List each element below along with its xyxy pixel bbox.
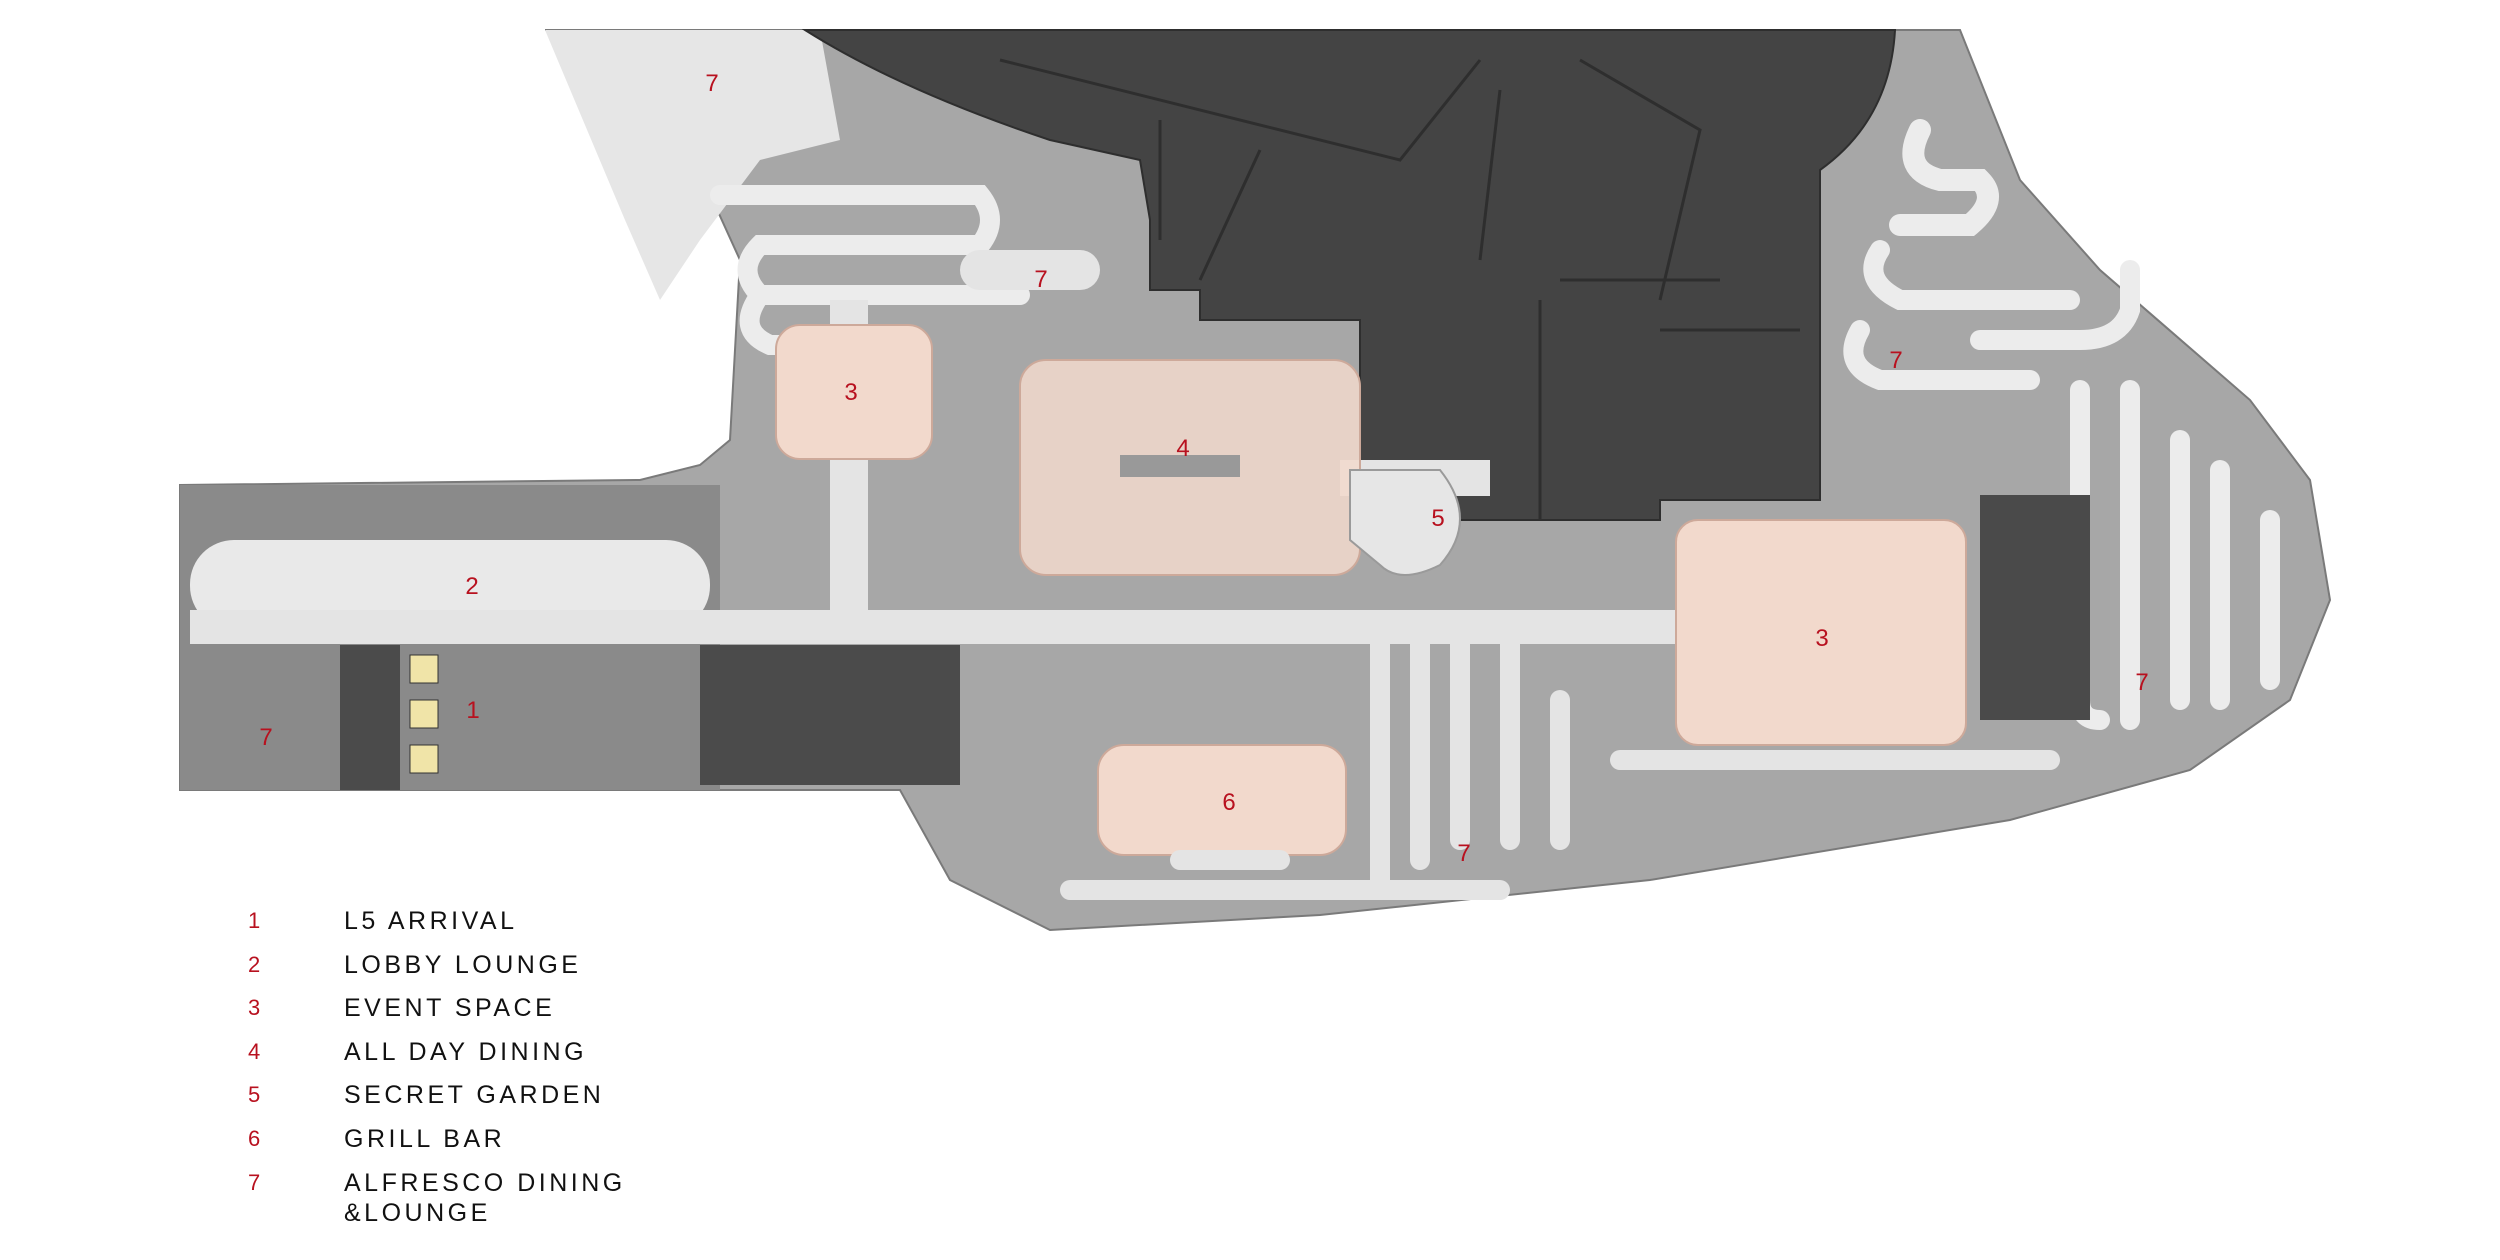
zone-7-c: 7 [1889, 347, 1902, 374]
west-corridor [190, 610, 1690, 644]
zone-7-f: 7 [259, 724, 272, 751]
legend-label: LOBBY LOUNGE [344, 950, 582, 979]
legend-number: 2 [248, 951, 261, 977]
east-core [1980, 495, 2090, 720]
legend-number: 3 [248, 995, 261, 1021]
terrace-north-lobe [545, 30, 840, 300]
legend-item-grill-bar: 6 GRILL BAR [248, 1124, 808, 1170]
tower-core [801, 29, 1897, 521]
legend-number: 6 [248, 1125, 261, 1151]
legend-item-lobby-lounge: 2 LOBBY LOUNGE [248, 950, 808, 996]
legend-item-l5-arrival: 1 L5 ARRIVAL [248, 907, 808, 952]
tower-grid [999, 58, 1800, 520]
legend-label: SECRET GARDEN [344, 1081, 605, 1110]
legend-label: ALL DAY DINING [344, 1037, 588, 1066]
zone-7-b: 7 [1034, 266, 1047, 293]
legend-item-event-space: 3 EVENT SPACE [248, 994, 808, 1039]
zone-2: 2 [465, 573, 478, 600]
zone-3-a: 3 [844, 379, 857, 406]
zone-7-a: 7 [705, 70, 718, 97]
zone-3-b: 3 [1815, 625, 1828, 652]
south-walkways [1060, 630, 2060, 900]
legend: 1 L5 ARRIVAL 2 LOBBY LOUNGE 3 EVENT SPAC… [248, 907, 808, 1240]
lift-1 [409, 654, 439, 684]
legend-number: 4 [248, 1038, 261, 1064]
legend-label: EVENT SPACE [344, 994, 556, 1023]
legend-number: 1 [248, 908, 261, 933]
event-space-large [1675, 519, 1967, 746]
central-north-path [960, 250, 1100, 290]
arrival-lift-core [340, 645, 400, 790]
secret-garden [1349, 469, 1461, 576]
legend-number: 7 [248, 1169, 261, 1195]
zone-7-d: 7 [2135, 669, 2148, 696]
zone-labels: 7 7 7 7 7 7 3 3 4 5 6 1 2 [259, 70, 2148, 867]
dining-bar-counter [1120, 455, 1240, 477]
zone-1: 1 [466, 697, 479, 724]
lift-2 [409, 699, 439, 729]
west-lounge-floor [190, 540, 710, 630]
zone-6: 6 [1222, 789, 1235, 816]
legend-item-secret-garden: 5 SECRET GARDEN [248, 1081, 808, 1126]
legend-label: L5 ARRIVAL [344, 907, 518, 935]
legend-label: GRILL BAR [344, 1124, 506, 1153]
zone-4: 4 [1176, 435, 1189, 462]
legend-item-all-day-dining: 4 ALL DAY DINING [248, 1037, 808, 1083]
legend-number: 5 [248, 1082, 261, 1108]
zone-7-e: 7 [1457, 840, 1470, 867]
lift-3 [409, 744, 439, 774]
event-space-small [775, 324, 933, 460]
service-block [700, 645, 960, 785]
legend-label: ALFRESCO DINING &LOUNGE [344, 1168, 626, 1227]
zone-5: 5 [1431, 505, 1444, 532]
legend-item-alfresco-dining: 7 ALFRESCO DINING &LOUNGE [248, 1168, 808, 1240]
